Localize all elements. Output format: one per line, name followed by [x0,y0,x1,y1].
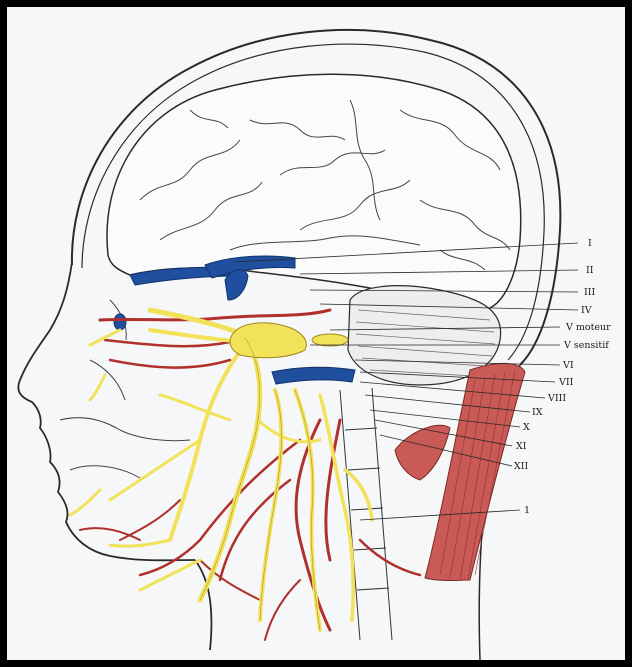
small-muscle [394,424,451,481]
cerebellum [347,285,502,386]
label-XII: XII [514,461,529,472]
label-V-moteur: V moteur [565,322,611,333]
trigeminal-ganglion [229,322,349,359]
nerves [68,307,374,632]
neck-muscle [424,363,526,581]
cervical-spine [339,387,393,641]
brain-sulci [139,99,511,271]
label-III: III [584,287,596,298]
label-IX: IX [532,407,543,418]
label-IV: IV [581,305,592,316]
leader-lines [234,242,579,521]
label-1: 1 [524,505,530,516]
venous-sinuses [113,255,356,385]
label-VIII: VIII [547,393,566,404]
cerebellum-folia [355,309,496,377]
label-VII: VII [558,377,574,388]
skull-outline [70,28,562,366]
label-X: X [523,422,530,433]
arteries [79,308,422,641]
face-profile [17,261,196,562]
nerve-outlines [199,337,321,631]
label-VI: VI [562,360,574,371]
skull-inner-outline [81,43,545,361]
jaw-neck-outline [194,559,213,651]
label-V-sensitif: V sensitif [563,340,610,351]
label-I: I [588,238,592,249]
label-II: II [586,265,594,276]
neck-muscle-fibers [439,369,516,581]
label-XI: XI [516,441,527,452]
